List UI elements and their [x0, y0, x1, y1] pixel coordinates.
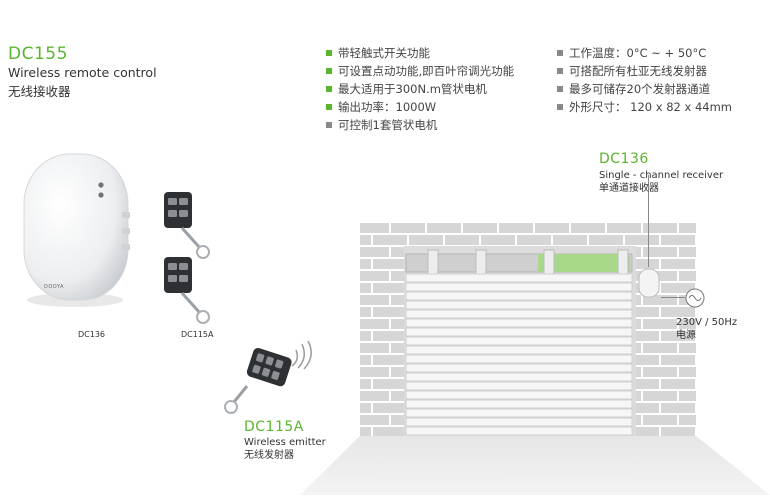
shutter-slat [405, 354, 633, 364]
feature-list-right: 工作温度：0°C ~ + 50°C 可搭配所有杜亚无线发射器最多可储存20个发射器… [557, 44, 732, 116]
power-label-cn: 电源 [676, 330, 696, 341]
feature-text: 可设置点动功能,即百叶帘调光功能 [338, 64, 515, 78]
emitter-model: DC115A [244, 419, 304, 435]
bullet-square-icon [557, 104, 563, 110]
bullet-square-icon [326, 122, 332, 128]
feature-text: 输出功率：1000W [338, 100, 437, 114]
receiver-leader-line [648, 175, 649, 267]
shutter-slat [405, 318, 633, 328]
shutter-slat [405, 417, 633, 427]
emitter-label-en: Wireless emitter [244, 437, 326, 448]
feature-text: 外形尺寸： 120 x 82 x 44mm [569, 100, 733, 114]
shutter-slat [405, 372, 633, 382]
remote-photo-bottom [162, 255, 214, 331]
receiver-model: DC136 [599, 151, 649, 167]
wireless-signal-icon [288, 340, 318, 374]
feature-text: 可搭配所有杜亚无线发射器 [569, 64, 707, 78]
receiver-caption: DC136 [78, 330, 106, 339]
receiver-photo: DOOYA [18, 150, 136, 310]
feature-item: 可设置点动功能,即百叶帘调光功能 [326, 62, 514, 80]
product-model-title: DC155 [8, 44, 68, 64]
emitter-remote-icon [224, 347, 292, 414]
feature-item: 外形尺寸： 120 x 82 x 44mm [557, 98, 732, 116]
power-line [661, 297, 685, 298]
shutter-slat [405, 336, 633, 346]
receiver-label-cn: 单通道接收器 [599, 183, 659, 194]
feature-item: 最大适用于300N.m管状电机 [326, 80, 514, 98]
bullet-square-icon [557, 50, 563, 56]
remote-control-icon [164, 192, 210, 259]
bullet-square-icon [326, 86, 332, 92]
brand-logo: DOOYA [44, 284, 65, 290]
shutter-slat [405, 273, 633, 283]
bullet-square-icon [326, 50, 332, 56]
garage-door-scene [300, 210, 770, 499]
feature-text: 可控制1套管状电机 [338, 118, 438, 132]
bullet-square-icon [326, 68, 332, 74]
remote-photo-top [162, 190, 214, 266]
emitter-label-cn: 无线发射器 [244, 450, 294, 461]
bullet-square-icon [326, 104, 332, 110]
shutter-slat [405, 390, 633, 400]
receiver-device-image [23, 153, 130, 307]
receiver-label-en: Single - channel receiver [599, 170, 724, 181]
shutter-slat [405, 282, 633, 292]
feature-item: 最多可储存20个发射器通道 [557, 80, 732, 98]
shutter-slat [405, 381, 633, 391]
feature-text: 最多可储存20个发射器通道 [569, 82, 711, 96]
power-source-icon [684, 287, 706, 313]
shutter-slat [405, 408, 633, 418]
feature-list-left: 带轻触式开关功能可设置点动功能,即百叶帘调光功能最大适用于300N.m管状电机输… [326, 44, 514, 134]
emitter-photo [222, 340, 322, 426]
feature-item: 可搭配所有杜亚无线发射器 [557, 62, 732, 80]
bullet-square-icon [557, 86, 563, 92]
shutter-slat [405, 309, 633, 319]
remote-caption: DC115A [181, 330, 214, 339]
shutter-slat [405, 363, 633, 373]
shutter-slat [405, 291, 633, 301]
product-subtitle-cn: 无线接收器 [8, 84, 71, 99]
shutter-slat [405, 399, 633, 409]
feature-item: 工作温度：0°C ~ + 50°C [557, 44, 732, 62]
shutter-slat [405, 300, 633, 310]
shutter-slat [405, 345, 633, 355]
feature-item: 可控制1套管状电机 [326, 116, 514, 134]
feature-text: 最大适用于300N.m管状电机 [338, 82, 487, 96]
feature-item: 带轻触式开关功能 [326, 44, 514, 62]
shutter-slat [405, 327, 633, 337]
feature-text: 带轻触式开关功能 [338, 46, 430, 60]
feature-item: 输出功率：1000W [326, 98, 514, 116]
power-spec: 230V / 50Hz [676, 317, 738, 328]
feature-text: 工作温度：0°C ~ + 50°C [569, 46, 707, 60]
product-subtitle-en: Wireless remote control [8, 65, 157, 80]
remote-control-icon [164, 257, 210, 324]
shutter-slat [405, 426, 633, 436]
bullet-square-icon [557, 68, 563, 74]
scene-receiver-icon [637, 267, 663, 303]
